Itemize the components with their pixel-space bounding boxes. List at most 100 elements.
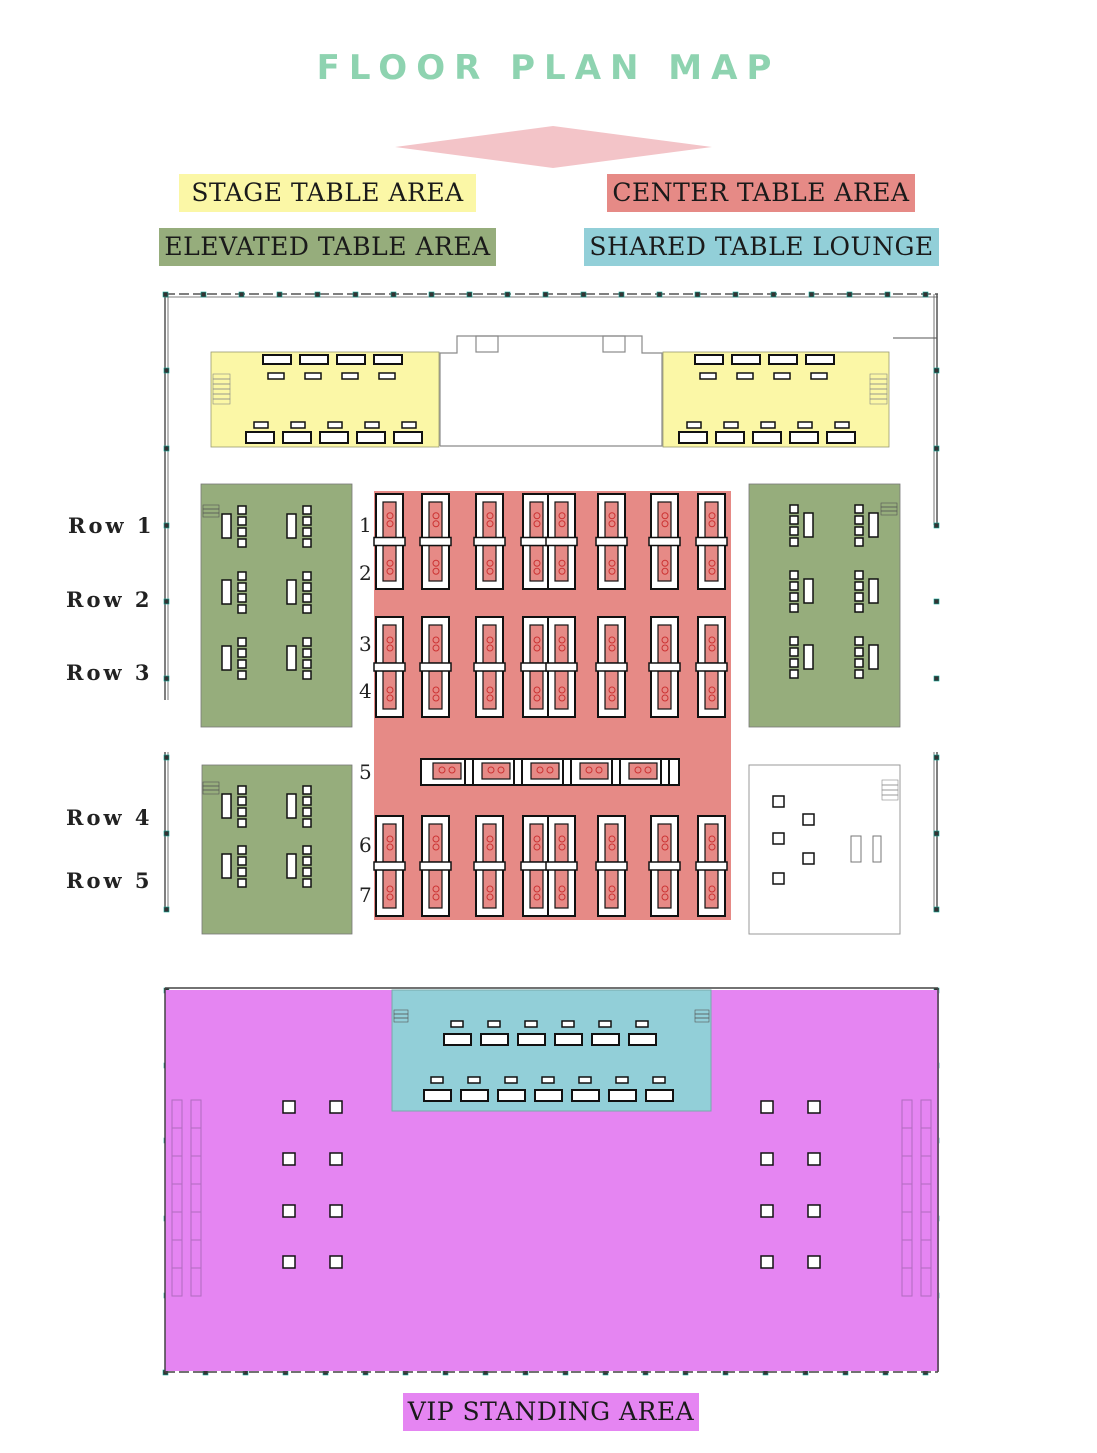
seat [708, 835, 716, 843]
table [657, 670, 672, 710]
table [554, 624, 569, 664]
seat [432, 520, 440, 528]
legend-label: STAGE TABLE AREA [191, 178, 464, 207]
seat [432, 567, 440, 575]
high-top [282, 1255, 296, 1269]
table [481, 762, 511, 780]
table [579, 762, 609, 780]
table [752, 431, 782, 444]
table [302, 659, 312, 669]
table [554, 670, 569, 710]
table [529, 869, 544, 909]
seat [708, 520, 716, 528]
table [554, 869, 569, 909]
stage-arrow-icon [395, 126, 712, 168]
seat [536, 766, 544, 774]
center-row-7: 7 [359, 883, 372, 907]
seat [432, 686, 440, 694]
legend-shared-table-lounge[interactable]: SHARED TABLE LOUNGE [584, 228, 939, 266]
seat [386, 835, 394, 843]
table [327, 421, 343, 429]
wall-marker [656, 291, 663, 298]
wall-marker [542, 291, 549, 298]
seat [486, 686, 494, 694]
table [364, 421, 380, 429]
table [530, 762, 560, 780]
bench [171, 1267, 183, 1297]
seat [386, 843, 394, 851]
legend-center-table-area[interactable]: CENTER TABLE AREA [607, 174, 915, 212]
table [382, 823, 397, 863]
table [302, 637, 312, 647]
legend-elevated-table-area[interactable]: ELEVATED TABLE AREA [159, 228, 496, 266]
legend-stage-table-area[interactable]: STAGE TABLE AREA [179, 174, 476, 212]
table [237, 527, 247, 537]
table [704, 869, 719, 909]
table [221, 793, 232, 819]
seat [585, 766, 593, 774]
seat [497, 766, 505, 774]
wall-marker [694, 291, 701, 298]
bar-counter [850, 835, 862, 863]
row-label-3: Row 3 [66, 660, 153, 685]
table [789, 526, 799, 536]
table [467, 1076, 481, 1084]
seat [608, 694, 616, 702]
stool [802, 852, 815, 865]
wall-marker [933, 598, 940, 605]
table [628, 762, 658, 780]
table [237, 785, 247, 795]
table [529, 823, 544, 863]
wall-marker [884, 291, 891, 298]
table [237, 637, 247, 647]
table [237, 878, 247, 888]
table [789, 669, 799, 679]
stool [772, 795, 785, 808]
legend-vip-standing-area[interactable]: VIP STANDING AREA [403, 1393, 699, 1431]
wall-marker [238, 291, 245, 298]
high-top [760, 1255, 774, 1269]
seat [432, 835, 440, 843]
table [803, 512, 814, 538]
table [805, 354, 835, 365]
seat [386, 686, 394, 694]
table [635, 1020, 649, 1028]
table [432, 762, 462, 780]
table [604, 624, 619, 664]
seat [533, 636, 541, 644]
stool [802, 813, 815, 826]
table [657, 823, 672, 863]
table [419, 536, 452, 547]
table [789, 658, 799, 668]
seat [486, 843, 494, 851]
table [356, 431, 386, 444]
step [694, 1017, 710, 1023]
table [648, 861, 681, 871]
elevated-table-area-left-bottom[interactable] [201, 764, 353, 935]
table [657, 501, 672, 539]
seat [486, 567, 494, 575]
seat [608, 512, 616, 520]
wall-marker [162, 291, 169, 298]
seat [486, 520, 494, 528]
seat [608, 559, 616, 567]
table [657, 624, 672, 664]
table [221, 645, 232, 671]
table [736, 372, 754, 380]
table [699, 372, 717, 380]
seat [608, 843, 616, 851]
table [382, 544, 397, 582]
table [604, 823, 619, 863]
table [382, 624, 397, 664]
table [378, 372, 396, 380]
seat [386, 694, 394, 702]
high-top [282, 1152, 296, 1166]
table [482, 823, 497, 863]
table [854, 647, 864, 657]
legend-label: ELEVATED TABLE AREA [164, 232, 491, 261]
wall-marker [428, 291, 435, 298]
table [302, 505, 312, 515]
table [789, 431, 819, 444]
seat [533, 512, 541, 520]
seat [558, 644, 566, 652]
